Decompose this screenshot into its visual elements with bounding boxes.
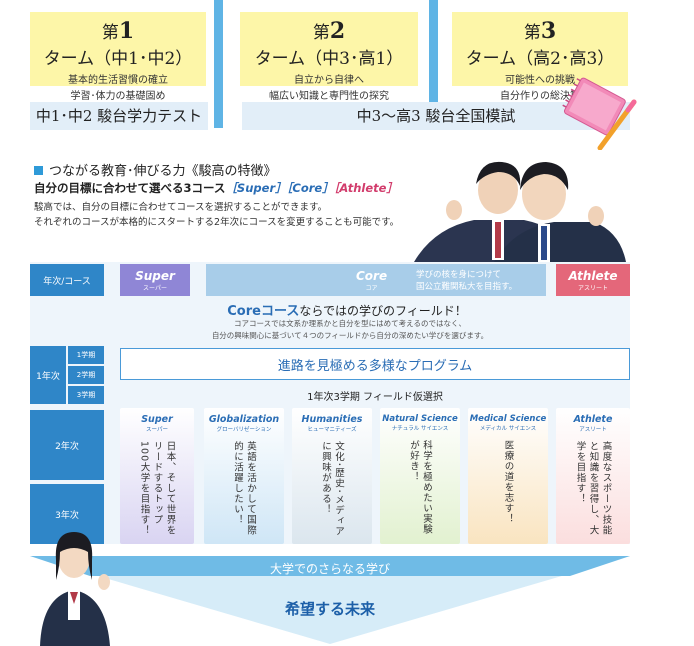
- column-super-text: 日本、そして世界をリードするトップ100大学を目指す！: [138, 441, 176, 536]
- pen-icon: [597, 99, 637, 150]
- column-natural-science-sub: ナチュラル サイエンス: [391, 426, 449, 432]
- year-2-label: 2年次: [30, 410, 104, 480]
- term-3-label: 3学期: [68, 386, 104, 404]
- column-humanities-title: Humanities: [301, 414, 363, 425]
- column-humanities-text: 文化･歴史･メディアに興味がある！: [320, 441, 344, 537]
- column-medical-science-sub: メディカル サイエンス: [479, 426, 537, 432]
- term-2-desc-1: 自立から自律へ: [294, 75, 364, 86]
- program-box: 進路を見極める多様なプログラム: [120, 348, 630, 380]
- column-athlete: Athlete アスリート 高度なスポーツ技能と知識を習得し、大学を目指す！: [556, 408, 630, 544]
- column-humanities-sub: ヒューマニティーズ: [307, 427, 357, 433]
- students-photo: [414, 161, 626, 262]
- term-3-desc-2: 自分作りの総決算: [500, 91, 580, 102]
- term-1-desc-2: 学習･体力の基礎固め: [70, 91, 166, 102]
- girl-student-photo: [40, 532, 110, 646]
- core-desc-line-2: 自分の興味関心に基づいて４つのフィールドから自分の深めたい学びを選びます。: [211, 331, 489, 340]
- column-globalization: Globalization グローバリゼーション 英語を活かして国際的に活躍した…: [204, 408, 284, 544]
- year-1-label: 1年次: [30, 346, 66, 404]
- term-divider-1: [214, 0, 223, 128]
- sub-athlete: ［Athlete］: [333, 181, 398, 195]
- term-3-title: 第3ターム（高2･高3）: [465, 18, 615, 69]
- term-1-desc-1: 基本的生活習慣の確立: [68, 75, 168, 86]
- section-body-line-2: それぞれのコースが本格的にスタートする2年次にコースを変更することも可能です。: [34, 217, 400, 228]
- column-globalization-text: 英語を活かして国際的に活躍したい！: [232, 441, 256, 536]
- future-bottom-text: 希望する未来: [284, 600, 375, 618]
- year-course-label: 年次/コース: [30, 264, 104, 296]
- column-athlete-sub: アスリート: [579, 427, 607, 433]
- column-medical-science-text: 医療の道を志す！: [502, 440, 514, 524]
- term-1-label: 1学期: [68, 346, 104, 364]
- column-natural-science: Natural Science ナチュラル サイエンス 科学を極めたい実験が好き…: [380, 408, 460, 544]
- column-medical-science: Medical Science メディカル サイエンス 医療の道を志す！: [468, 408, 548, 544]
- term-3-desc-1: 可能性への挑戦: [505, 75, 575, 86]
- future-top-text: 大学でのさらなる学び: [269, 562, 390, 576]
- sub-core: ［Core］: [286, 181, 334, 195]
- field-select-label: 1年次3学期 フィールド仮選択: [307, 392, 443, 403]
- section-subheading: 自分の目標に合わせて選べる3コース［Super］［Core］［Athlete］: [34, 181, 398, 195]
- column-super-sub: スーパー: [146, 427, 168, 433]
- year-3-label: 3年次: [30, 484, 104, 544]
- term-3-box: 第3ターム（高2･高3） 可能性への挑戦自分作りの総決算: [452, 12, 628, 102]
- column-athlete-title: Athlete: [573, 414, 613, 425]
- test-left: 中1･中2 駿台学力テスト: [30, 102, 208, 130]
- term-1-title: 第1ターム（中1･中2）: [43, 18, 193, 69]
- term-2-label: 2学期: [68, 366, 104, 384]
- column-natural-science-title: Natural Science: [382, 414, 458, 424]
- core-course-title: Coreコースならではの学びのフィールド！: [227, 304, 467, 319]
- core-desc-2: 国公立難関私大を目指す。: [416, 282, 518, 292]
- future-arrow: [30, 556, 630, 644]
- section-body-line-1: 駿高では、自分の目標に合わせてコースを選択することができます。: [34, 202, 328, 213]
- column-globalization-title: Globalization: [208, 414, 280, 425]
- column-super: Super スーパー 日本、そして世界をリードするトップ100大学を目指す！: [120, 408, 194, 544]
- core-desc-line-1: コアコースでは文系か理系かと自分を型にはめて考えるのではなく、: [234, 319, 466, 328]
- term-2-title: 第2ターム（中3･高1）: [254, 18, 404, 69]
- notebook-icon: [562, 77, 637, 150]
- column-natural-science-text: 科学を極めたい実験が好き！: [408, 440, 432, 535]
- term-1-box: 第1ターム（中1･中2） 基本的生活習慣の確立学習･体力の基礎固め: [30, 12, 206, 102]
- term-2-desc-2: 幅広い知識と専門性の探究: [269, 91, 389, 102]
- section-heading: つながる教育･伸びる力《駿高の特徴》: [34, 160, 277, 179]
- column-humanities: Humanities ヒューマニティーズ 文化･歴史･メディアに興味がある！: [292, 408, 372, 544]
- sub-super: ［Super］: [225, 181, 287, 195]
- column-athlete-text: 高度なスポーツ技能と知識を習得し、大学を目指す！: [574, 441, 612, 536]
- core-course-desc: コアコースでは文系か理系かと自分を型にはめて考えるのではなく、 自分の興味関心に…: [120, 318, 580, 342]
- column-medical-science-title: Medical Science: [469, 414, 547, 424]
- square-bullet-icon: [34, 166, 43, 175]
- term-2-box: 第2ターム（中3･高1） 自立から自律へ幅広い知識と専門性の探究: [240, 12, 418, 102]
- term-divider-2: [429, 0, 438, 128]
- column-super-title: Super: [141, 414, 173, 425]
- core-desc-1: 学びの核を身につけて: [416, 270, 502, 280]
- section-body: 駿高では、自分の目標に合わせてコースを選択することができます。 それぞれのコース…: [34, 200, 399, 230]
- column-globalization-sub: グローバリゼーション: [216, 427, 272, 433]
